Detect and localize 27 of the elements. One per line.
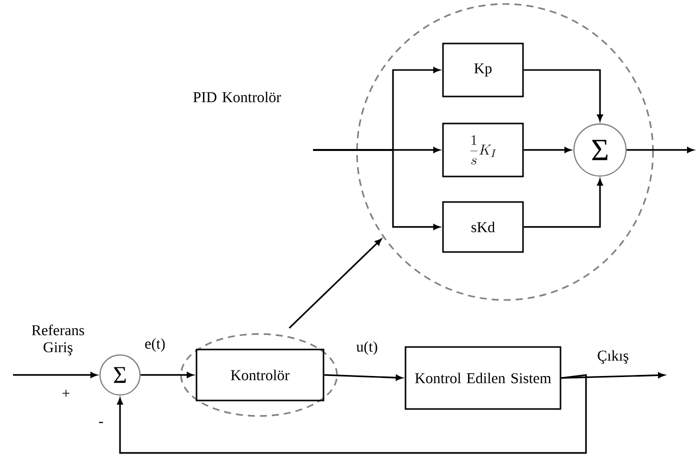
arrow	[117, 374, 587, 454]
input-label: Referans Giriş	[32, 324, 84, 356]
block-title: PID Kontrolör	[193, 92, 282, 102]
block-box: Kontrol Edilen Sistem	[404, 346, 562, 410]
arrow	[313, 149, 440, 230]
arrow	[561, 372, 665, 379]
block-box: sKd	[442, 201, 524, 253]
block-box: $\frac{1}{s}K_{I}$	[442, 122, 524, 178]
sign-label: +	[62, 390, 70, 397]
edge-label: Çıkış	[596, 349, 630, 365]
dashed-circle	[356, 3, 654, 301]
arrow	[524, 178, 603, 228]
summing-junction: Σ	[99, 354, 141, 396]
dashed-ellipse	[180, 333, 338, 417]
edge-label: u(t)	[355, 340, 379, 356]
arrow	[324, 374, 402, 381]
block-box: Kontrolör	[196, 348, 324, 402]
summing-junction: Σ	[573, 123, 627, 177]
edge-label: e(t)	[144, 337, 166, 353]
arrow	[524, 147, 572, 153]
arrow	[288, 238, 382, 329]
arrow	[13, 372, 98, 378]
arrow	[140, 372, 194, 378]
block-box: Kp	[442, 42, 524, 98]
arrow	[524, 69, 603, 121]
sign-label: -	[99, 422, 103, 424]
arrow	[626, 147, 694, 153]
